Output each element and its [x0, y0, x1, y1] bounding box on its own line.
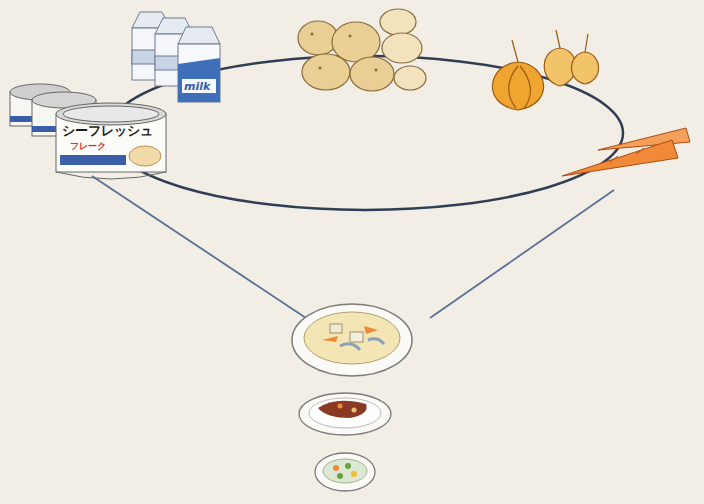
onion-piece [340, 344, 360, 350]
can-brand-text: シーフレッシュ [62, 124, 153, 137]
salad-bit [337, 473, 343, 479]
salad-bit [351, 471, 357, 477]
plate [299, 393, 391, 435]
can-bottom [56, 172, 166, 179]
potato-piece [330, 324, 342, 333]
bowl [292, 304, 412, 376]
can-top [56, 103, 166, 125]
carrot-line [636, 148, 644, 154]
potato-eye [319, 67, 322, 70]
potatoes [298, 9, 426, 91]
curry-plate [299, 393, 391, 435]
potato-eye [375, 69, 378, 72]
carrot [598, 128, 690, 150]
carton-body [178, 44, 220, 102]
can-variety-text: フレーク [70, 142, 106, 151]
curry [318, 401, 367, 418]
guide-line [92, 176, 306, 318]
tuna-flake [129, 146, 161, 166]
onion [544, 30, 576, 86]
carrots [562, 128, 690, 176]
curry-bit [338, 404, 343, 409]
ingredient-ring [107, 56, 623, 210]
potato-eye [311, 33, 314, 36]
potato [382, 33, 422, 63]
guide-line [430, 190, 614, 318]
potato [350, 57, 394, 91]
carrot-piece [322, 336, 338, 342]
onion [571, 34, 598, 84]
rice [309, 398, 381, 428]
potato-piece [350, 332, 363, 342]
onion-lines [509, 66, 531, 108]
salad-bit [333, 465, 339, 471]
salad [323, 459, 367, 483]
potato [394, 66, 426, 90]
onions [492, 30, 598, 110]
soup-bowl [292, 304, 412, 376]
potato-eye [349, 35, 352, 38]
curry-bit [352, 408, 357, 413]
can-band [60, 155, 126, 165]
tuna-cans [10, 84, 166, 179]
soup [304, 312, 400, 364]
milk-cartons [132, 12, 220, 102]
salad-bit [345, 463, 351, 469]
carrot-line [610, 156, 618, 162]
carton-label [182, 79, 216, 93]
onion-piece [368, 339, 384, 344]
carton-top [178, 27, 220, 44]
can-lid [63, 106, 159, 122]
potato [332, 22, 380, 62]
potato [302, 54, 350, 90]
dish [315, 453, 375, 491]
carton-label-text: milk [184, 81, 210, 92]
small-dish [315, 453, 375, 491]
carton-blue-panel [178, 58, 220, 102]
carrot [562, 140, 678, 176]
onion [492, 40, 543, 110]
carrot-piece [364, 326, 378, 334]
potato [380, 9, 416, 35]
